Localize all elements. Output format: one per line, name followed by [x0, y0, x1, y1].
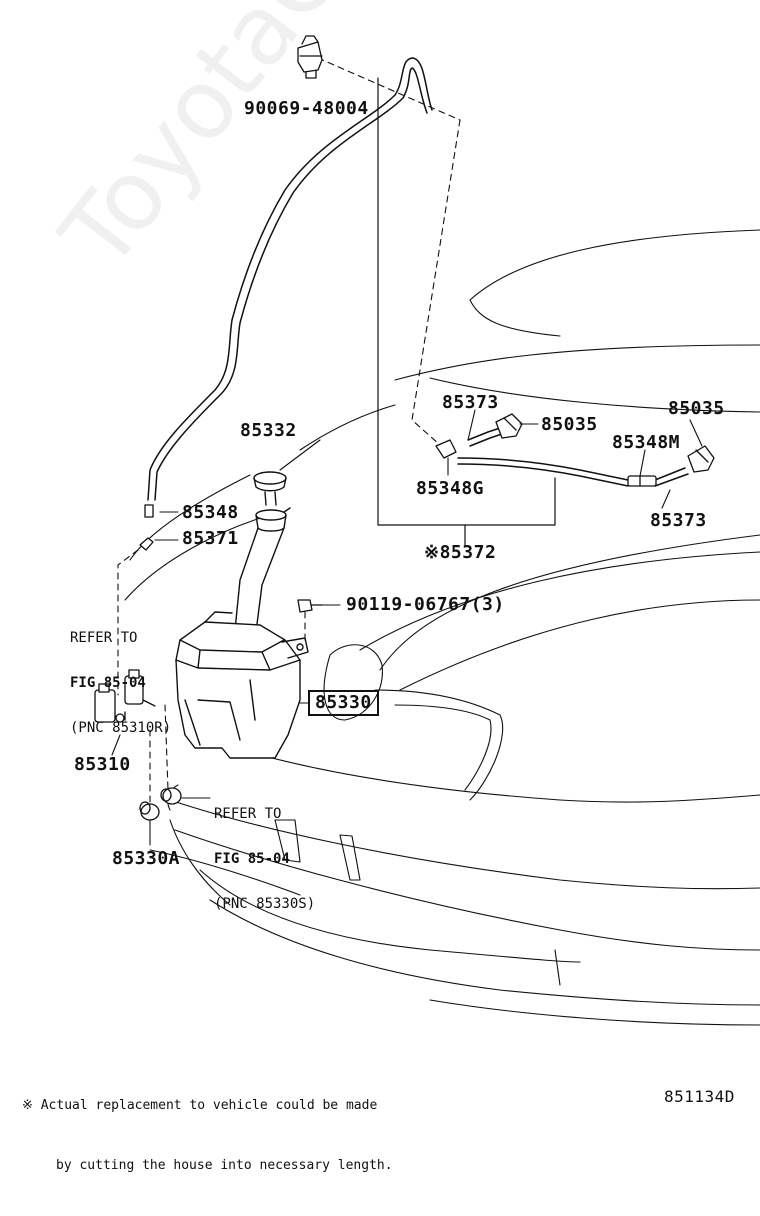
label-90069-48004: 90069-48004 [244, 98, 369, 119]
grommet-85330A [139, 787, 182, 821]
footnote-line-2: by cutting the house into necessary leng… [56, 1158, 393, 1173]
label-85373-left: 85373 [442, 392, 499, 413]
joint-85348G [435, 439, 457, 459]
label-85035-left: 85035 [541, 414, 598, 435]
bolt-90119 [297, 599, 323, 613]
refer-note-line: FIG 85-04 [70, 675, 146, 691]
refer-note-85310R: REFER TO FIG 85-04 (PNC 85310R) [70, 601, 171, 766]
nozzle-hose [457, 427, 689, 487]
nozzle-85035-right [687, 445, 715, 473]
dashed-leaders [117, 57, 461, 806]
label-85372: ※85372 [424, 544, 496, 562]
diagram-id: 851134D [664, 1087, 735, 1106]
diagram-drawing [94, 35, 760, 1026]
footnote: ※ Actual replacement to vehicle could be… [22, 1056, 393, 1216]
refer-note-line: REFER TO [214, 806, 282, 822]
label-85332: 85332 [240, 420, 297, 441]
vehicle-body-outline [124, 229, 760, 1026]
label-85310: 85310 [74, 754, 131, 775]
joint-85348M [627, 475, 657, 487]
connector-85348 [139, 504, 154, 551]
refer-note-line: REFER TO [70, 630, 138, 646]
parts-diagram: ToyotaCarPart.ru [22, 0, 760, 1173]
label-85373-right: 85373 [650, 510, 707, 531]
clamp-90069 [297, 35, 323, 79]
nozzle-85035-left [495, 413, 523, 439]
label-85371: 85371 [182, 528, 239, 549]
bracket-85372 [377, 77, 556, 546]
label-85348M: 85348M [612, 432, 681, 453]
label-90119-06767: 90119-06767(3) [346, 594, 505, 615]
refer-note-line: (PNC 85330S) [214, 896, 316, 912]
label-85330-highlighted: 85330 [308, 690, 379, 716]
asterisk-mark: ※ [424, 542, 440, 563]
label-85330A: 85330A [112, 848, 181, 869]
label-85372-number: 85372 [439, 542, 497, 563]
solid-leaders [111, 409, 703, 846]
washer-hose [147, 57, 433, 501]
footnote-line-1: ※ Actual replacement to vehicle could be… [22, 1098, 378, 1113]
washer-reservoir [175, 471, 309, 759]
label-85035-right: 85035 [668, 398, 725, 419]
label-85348G: 85348G [416, 478, 485, 499]
refer-note-line: (PNC 85310R) [70, 720, 172, 736]
washer-pump-85310 [94, 669, 156, 723]
refer-note-line: FIG 85-04 [214, 851, 290, 867]
refer-note-85330S: REFER TO FIG 85-04 (PNC 85330S) [214, 777, 315, 942]
label-85348: 85348 [182, 502, 239, 523]
